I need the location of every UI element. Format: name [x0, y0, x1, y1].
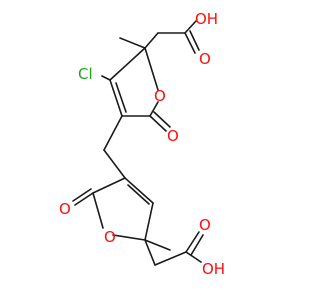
bond-methyl-bottom	[144, 239, 171, 251]
bond-c2-o-ring-top	[144, 47, 159, 91]
molecule-structure-diagram: OH O Cl O O O O O OH	[59, 10, 226, 278]
bond-c4b-o-a	[74, 192, 94, 206]
bond-c3-cl	[101, 75, 111, 81]
atom-o-acid-carbonyl-bottom: O	[199, 216, 211, 234]
bond-c-oh-bottom	[185, 251, 202, 263]
bond-c3b-c2b-b	[127, 184, 150, 205]
bond-c2b-c5b	[144, 202, 154, 241]
atom-o-ring-bottom: O	[104, 228, 116, 246]
molecule-svg: OH O Cl O O O O O OH	[59, 10, 225, 278]
atom-o-acid-carbonyl-top: O	[199, 50, 211, 68]
bond-co-top-a	[184, 32, 196, 54]
bond-c3b-c2b-a	[124, 177, 154, 204]
bond-c4b-o-b	[72, 188, 92, 202]
bond-c5b-o-ring	[112, 234, 146, 241]
atom-o-ring-top: O	[154, 87, 166, 105]
bond-c3b-c4b	[92, 177, 126, 194]
atom-o-lactone-carbonyl-top: O	[167, 127, 179, 145]
bond-ch2-cooh-bottom	[154, 251, 187, 266]
atom-cl: Cl	[78, 65, 93, 83]
bond-bridge-down	[103, 149, 126, 179]
bond-c5-o-top-b	[153, 111, 171, 128]
bond-co-top-b	[189, 30, 200, 51]
bond-co-bottom-a	[185, 231, 200, 253]
bond-co-bottom-b	[190, 234, 204, 256]
bond-c5b-ch2	[144, 239, 156, 266]
bond-c3-c4-top-b	[115, 82, 127, 113]
bond-c4b-o-ring	[92, 192, 104, 229]
bond-c-oh-top	[184, 20, 197, 34]
atom-oh-bottom: OH	[202, 260, 225, 278]
bond-methyl-top	[119, 37, 146, 49]
bond-c3-c4-top-a	[109, 79, 123, 117]
bond-c2-ch2-top	[144, 32, 159, 49]
bond-c5-o-ring-top	[149, 101, 159, 117]
bond-bridge-up	[103, 115, 123, 151]
bond-c5-o-top-a	[149, 115, 167, 132]
atom-oh-top: OH	[195, 10, 218, 28]
bond-c2-c3-top	[109, 47, 146, 81]
atom-o-lactone-carbonyl-bottom: O	[59, 200, 71, 218]
